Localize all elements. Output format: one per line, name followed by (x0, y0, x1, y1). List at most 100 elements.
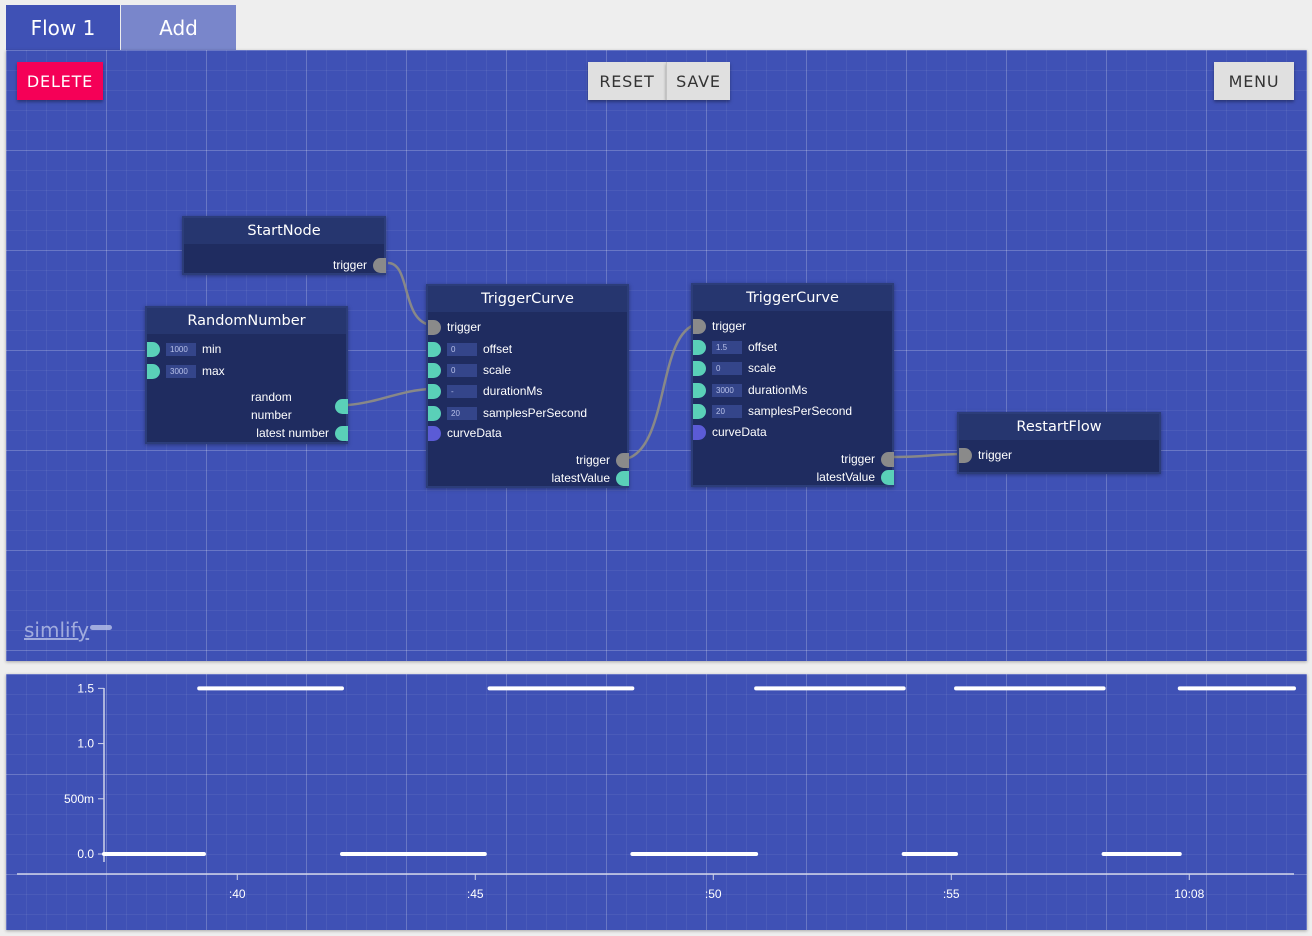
port-label: min (202, 342, 222, 356)
port-label: trigger (447, 320, 482, 334)
delete-button[interactable]: DELETE (17, 62, 103, 100)
port-in-scale[interactable]: 0 scale (428, 361, 511, 379)
value-port-icon[interactable] (881, 469, 894, 485)
y-tick-label: 500m (64, 792, 94, 806)
port-in-scale[interactable]: 0 scale (693, 359, 776, 377)
trigger-port-icon[interactable] (428, 319, 441, 335)
tab-add[interactable]: Add (121, 5, 236, 50)
port-label: samplesPerSecond (483, 406, 588, 420)
value-port-icon[interactable] (693, 403, 706, 419)
node-trigger-curve-1[interactable]: TriggerCurve trigger 0 offset 0 scale - … (426, 284, 629, 488)
x-tick-label: :55 (943, 887, 960, 901)
node-title: RestartFlow (959, 414, 1159, 440)
node-start[interactable]: StartNode trigger (182, 216, 386, 275)
port-in-samples[interactable]: 20 samplesPerSecond (428, 404, 587, 422)
scale-input[interactable]: 0 (712, 361, 742, 375)
port-out-random-number[interactable] (329, 397, 348, 415)
node-title: TriggerCurve (428, 286, 627, 312)
value-port-icon[interactable] (428, 383, 441, 399)
port-label: latestValue (551, 471, 610, 485)
port-in-duration[interactable]: - durationMs (428, 382, 542, 400)
save-button[interactable]: SAVE (666, 62, 730, 100)
port-in-trigger[interactable]: trigger (959, 446, 1012, 464)
node-random-number[interactable]: RandomNumber 1000 min 3000 max random nu… (145, 306, 348, 444)
node-trigger-curve-2[interactable]: TriggerCurve trigger 1.5 offset 0 scale … (691, 283, 894, 487)
trigger-port-icon[interactable] (881, 451, 894, 467)
value-port-icon[interactable] (335, 398, 348, 414)
duration-input[interactable]: 3000 (712, 383, 742, 397)
port-out-trigger[interactable]: trigger (840, 450, 894, 468)
y-tick-label: 1.0 (77, 737, 94, 751)
trigger-port-icon[interactable] (616, 452, 629, 468)
value-port-icon[interactable] (428, 405, 441, 421)
port-label: max (202, 364, 225, 378)
trigger-port-icon[interactable] (693, 318, 706, 334)
menu-button[interactable]: MENU (1214, 62, 1294, 100)
offset-input[interactable]: 0 (447, 342, 477, 356)
samples-input[interactable]: 20 (712, 404, 742, 418)
value-port-icon[interactable] (147, 363, 160, 379)
port-label: offset (748, 340, 778, 354)
port-out-trigger[interactable]: trigger (575, 451, 629, 469)
port-label-line-2: number (251, 408, 292, 422)
port-label: durationMs (748, 383, 808, 397)
value-port-icon[interactable] (616, 470, 629, 486)
value-port-icon[interactable] (693, 382, 706, 398)
port-label: durationMs (483, 384, 543, 398)
trigger-port-icon[interactable] (959, 447, 972, 463)
duration-input[interactable]: - (447, 384, 477, 398)
port-in-offset[interactable]: 1.5 offset (693, 338, 777, 356)
port-in-offset[interactable]: 0 offset (428, 340, 512, 358)
tab-flow-1[interactable]: Flow 1 (6, 5, 120, 50)
x-tick-label: :45 (467, 887, 484, 901)
flow-tabs: Flow 1 Add (6, 5, 236, 50)
port-label: trigger (575, 453, 610, 467)
offset-input[interactable]: 1.5 (712, 340, 742, 354)
value-port-icon[interactable] (693, 360, 706, 376)
value-port-icon[interactable] (147, 341, 160, 357)
trigger-port-icon[interactable] (373, 257, 386, 273)
port-label: latestValue (816, 470, 875, 484)
x-tick-label: :40 (229, 887, 246, 901)
port-in-trigger[interactable]: trigger (693, 317, 746, 335)
port-in-min[interactable]: 1000 min (147, 340, 221, 358)
scale-input[interactable]: 0 (447, 363, 477, 377)
max-input[interactable]: 3000 (166, 364, 196, 378)
port-label: trigger (332, 258, 367, 272)
port-label: curveData (712, 425, 767, 439)
port-label: trigger (712, 319, 747, 333)
port-out-latest-value[interactable]: latestValue (816, 468, 894, 486)
x-tick-label: 10:08 (1174, 887, 1204, 901)
port-out-latest-number[interactable]: latest number (256, 424, 348, 442)
simlify-logo: simlify (24, 618, 90, 642)
wire-curve1-to-curve2 (628, 322, 698, 460)
x-tick-label: :50 (705, 887, 722, 901)
port-out-trigger[interactable]: trigger (332, 256, 386, 274)
y-tick-label: 0.0 (77, 847, 94, 861)
port-in-curve-data[interactable]: curveData (428, 424, 502, 442)
value-port-icon[interactable] (428, 341, 441, 357)
port-label: offset (483, 342, 513, 356)
flow-editor-canvas[interactable]: DELETE RESET SAVE MENU StartNode trigger… (6, 50, 1307, 661)
wire-curve2-to-restart (893, 452, 964, 459)
port-in-max[interactable]: 3000 max (147, 362, 225, 380)
wire-random-to-curve1 (347, 387, 432, 407)
port-label: trigger (840, 452, 875, 466)
value-port-icon[interactable] (428, 362, 441, 378)
port-out-latest-value[interactable]: latestValue (551, 469, 629, 487)
min-input[interactable]: 1000 (166, 342, 196, 356)
port-in-duration[interactable]: 3000 durationMs (693, 381, 807, 399)
curve-port-icon[interactable] (693, 424, 706, 440)
value-port-icon[interactable] (335, 425, 348, 441)
node-restart-flow[interactable]: RestartFlow trigger (957, 412, 1161, 474)
port-label: latest number (256, 426, 329, 440)
samples-input[interactable]: 20 (447, 406, 477, 420)
port-in-curve-data[interactable]: curveData (693, 423, 767, 441)
port-in-trigger[interactable]: trigger (428, 318, 481, 336)
reset-button[interactable]: RESET (588, 62, 666, 100)
port-in-samples[interactable]: 20 samplesPerSecond (693, 402, 852, 420)
node-title: RandomNumber (147, 308, 346, 334)
curve-port-icon[interactable] (428, 425, 441, 441)
value-port-icon[interactable] (693, 339, 706, 355)
